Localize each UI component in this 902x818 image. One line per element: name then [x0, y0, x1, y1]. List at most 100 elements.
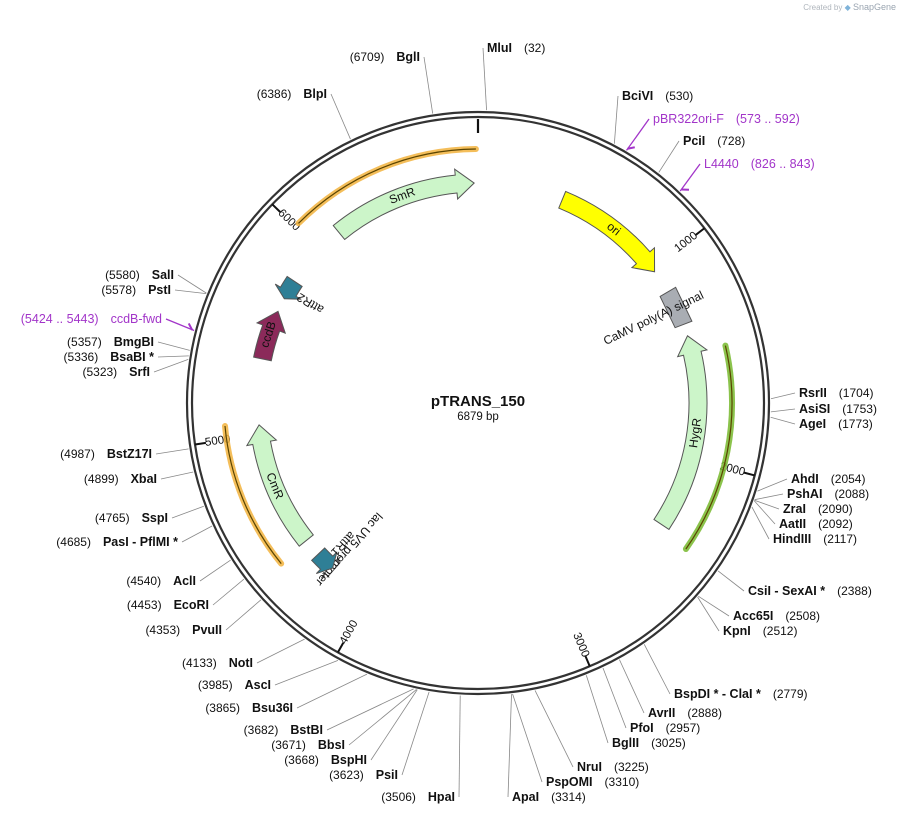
site-aatii: AatII(2092) [779, 517, 853, 531]
site-agei: AgeI(1773) [799, 417, 873, 431]
site-csii-sexai: CsiI - SexAI *(2388) [748, 584, 872, 598]
site-bmgbi: (5357)BmgBI [67, 335, 154, 349]
highlight-arc-core [685, 345, 733, 550]
site-bglii: BglII(3025) [612, 736, 686, 750]
site-bsu36i: (3865)Bsu36I [205, 701, 293, 715]
coordinate-tick [695, 227, 706, 236]
site-leader-line [507, 694, 512, 798]
feature-attr1 [310, 547, 338, 575]
feature-label-hygr: HygR [686, 417, 704, 449]
site-ahdi: AhdI(2054) [791, 472, 865, 486]
coordinate-tick [584, 655, 591, 667]
highlight-arc-core [224, 425, 282, 564]
tick-label: 4000 [338, 618, 361, 646]
site-leader-line [160, 471, 194, 480]
site-leader-line [458, 695, 461, 798]
primer-ccdb-fwd: (5424 .. 5443)ccdB-fwd [21, 312, 162, 326]
site-ecori: (4453)EcoRI [127, 598, 209, 612]
site-leader-line [171, 505, 204, 519]
coordinate-tick [743, 471, 755, 477]
site-leader-line [512, 693, 543, 783]
site-leader-line [754, 493, 784, 501]
site-acc65i: Acc65I(2508) [733, 609, 820, 623]
site-leader-line [658, 140, 680, 173]
site-leader-line [296, 673, 368, 709]
site-leader-line [157, 341, 190, 351]
plasmid-name: pTRANS_150 [431, 393, 525, 410]
site-leader-line [401, 691, 430, 776]
feature-highlight-arcs [222, 146, 735, 567]
site-srfi: (5323)SrfI [82, 365, 150, 379]
site-xbai: (4899)XbaI [84, 472, 157, 486]
site-leader-line [770, 416, 796, 425]
site-leader-line [482, 47, 487, 111]
site-leader-line [326, 688, 414, 731]
site-leader-line [423, 56, 434, 114]
site-leader-line [717, 570, 745, 592]
site-hpai: (3506)HpaI [381, 790, 455, 804]
feature-attr2 [274, 275, 303, 300]
site-kpni: KpnI(2512) [723, 624, 797, 638]
feature-hygr [653, 335, 709, 531]
tick-label: 3000 [570, 631, 591, 659]
feature-cmr [245, 424, 315, 547]
feature-label-attr2: attR2 [294, 290, 326, 317]
site-bsphi: (3668)BspHI [284, 753, 367, 767]
backbone-outer-ring [185, 110, 771, 696]
plasmid-length: 6879 bp [457, 411, 499, 423]
site-leader-line [370, 689, 418, 761]
site-leader-line [181, 525, 213, 543]
coordinate-tick [194, 441, 207, 446]
site-bstz17i: (4987)BstZ17I [60, 447, 152, 461]
highlight-arc-core [298, 148, 476, 224]
site-hindiii: HindIII(2117) [773, 532, 857, 546]
site-pfoi: PfoI(2957) [630, 721, 700, 735]
site-acli: (4540)AclI [126, 574, 196, 588]
site-leader-line [330, 93, 351, 140]
site-zrai: ZraI(2090) [783, 502, 853, 516]
feature-smr [332, 168, 475, 241]
site-pshai: PshAI(2088) [787, 487, 869, 501]
coordinate-tick [271, 203, 281, 213]
snapgene-logo-icon: ◆ [844, 3, 851, 12]
site-leader-line [770, 392, 796, 400]
feature-ccdb [253, 310, 287, 362]
site-nrui: NruI(3225) [577, 760, 649, 774]
site-asisi: AsiSI(1753) [799, 402, 877, 416]
site-leader-line [225, 599, 262, 631]
site-rsrii: RsrII(1704) [799, 386, 873, 400]
snapgene-credit: Created by ◆ SnapGene [803, 2, 896, 12]
site-sali: (5580)SalI [105, 268, 174, 282]
feature-ori [558, 190, 656, 273]
site-pspomi: PspOMI(3310) [546, 775, 639, 789]
site-bsabi: (5336)BsaBI * [64, 350, 155, 364]
site-mlui: MluI(32) [487, 41, 545, 55]
site-leader-line [157, 355, 189, 358]
site-leader-line [619, 659, 645, 714]
primer-leader-line [625, 118, 650, 151]
site-psii: (3623)PsiI [329, 768, 398, 782]
site-leader-line [177, 274, 207, 294]
site-leader-line [698, 595, 730, 617]
site-leader-line [153, 358, 189, 373]
site-bgli: (6709)BglI [350, 50, 420, 64]
primer-mark [627, 146, 635, 150]
site-bbsi: (3671)BbsI [271, 738, 345, 752]
site-psti: (5578)PstI [101, 283, 171, 297]
site-pcii: PciI(728) [683, 134, 745, 148]
feature-cauliflower-mosaic-polya [659, 286, 693, 329]
site-asci: (3985)AscI [198, 678, 271, 692]
site-leader-line [613, 95, 619, 144]
site-leader-line [199, 559, 231, 582]
coordinate-tick [337, 642, 345, 653]
primer-mark [187, 323, 194, 331]
site-bcivi: BciVI(530) [622, 89, 693, 103]
site-leader-line [534, 690, 574, 768]
site-leader-line [585, 675, 609, 744]
site-leader-line [751, 506, 770, 540]
primer-l4440: L4440(826 .. 843) [704, 157, 815, 171]
site-leader-line [174, 289, 207, 295]
site-leader-line [643, 644, 671, 695]
site-leader-line [155, 448, 189, 455]
